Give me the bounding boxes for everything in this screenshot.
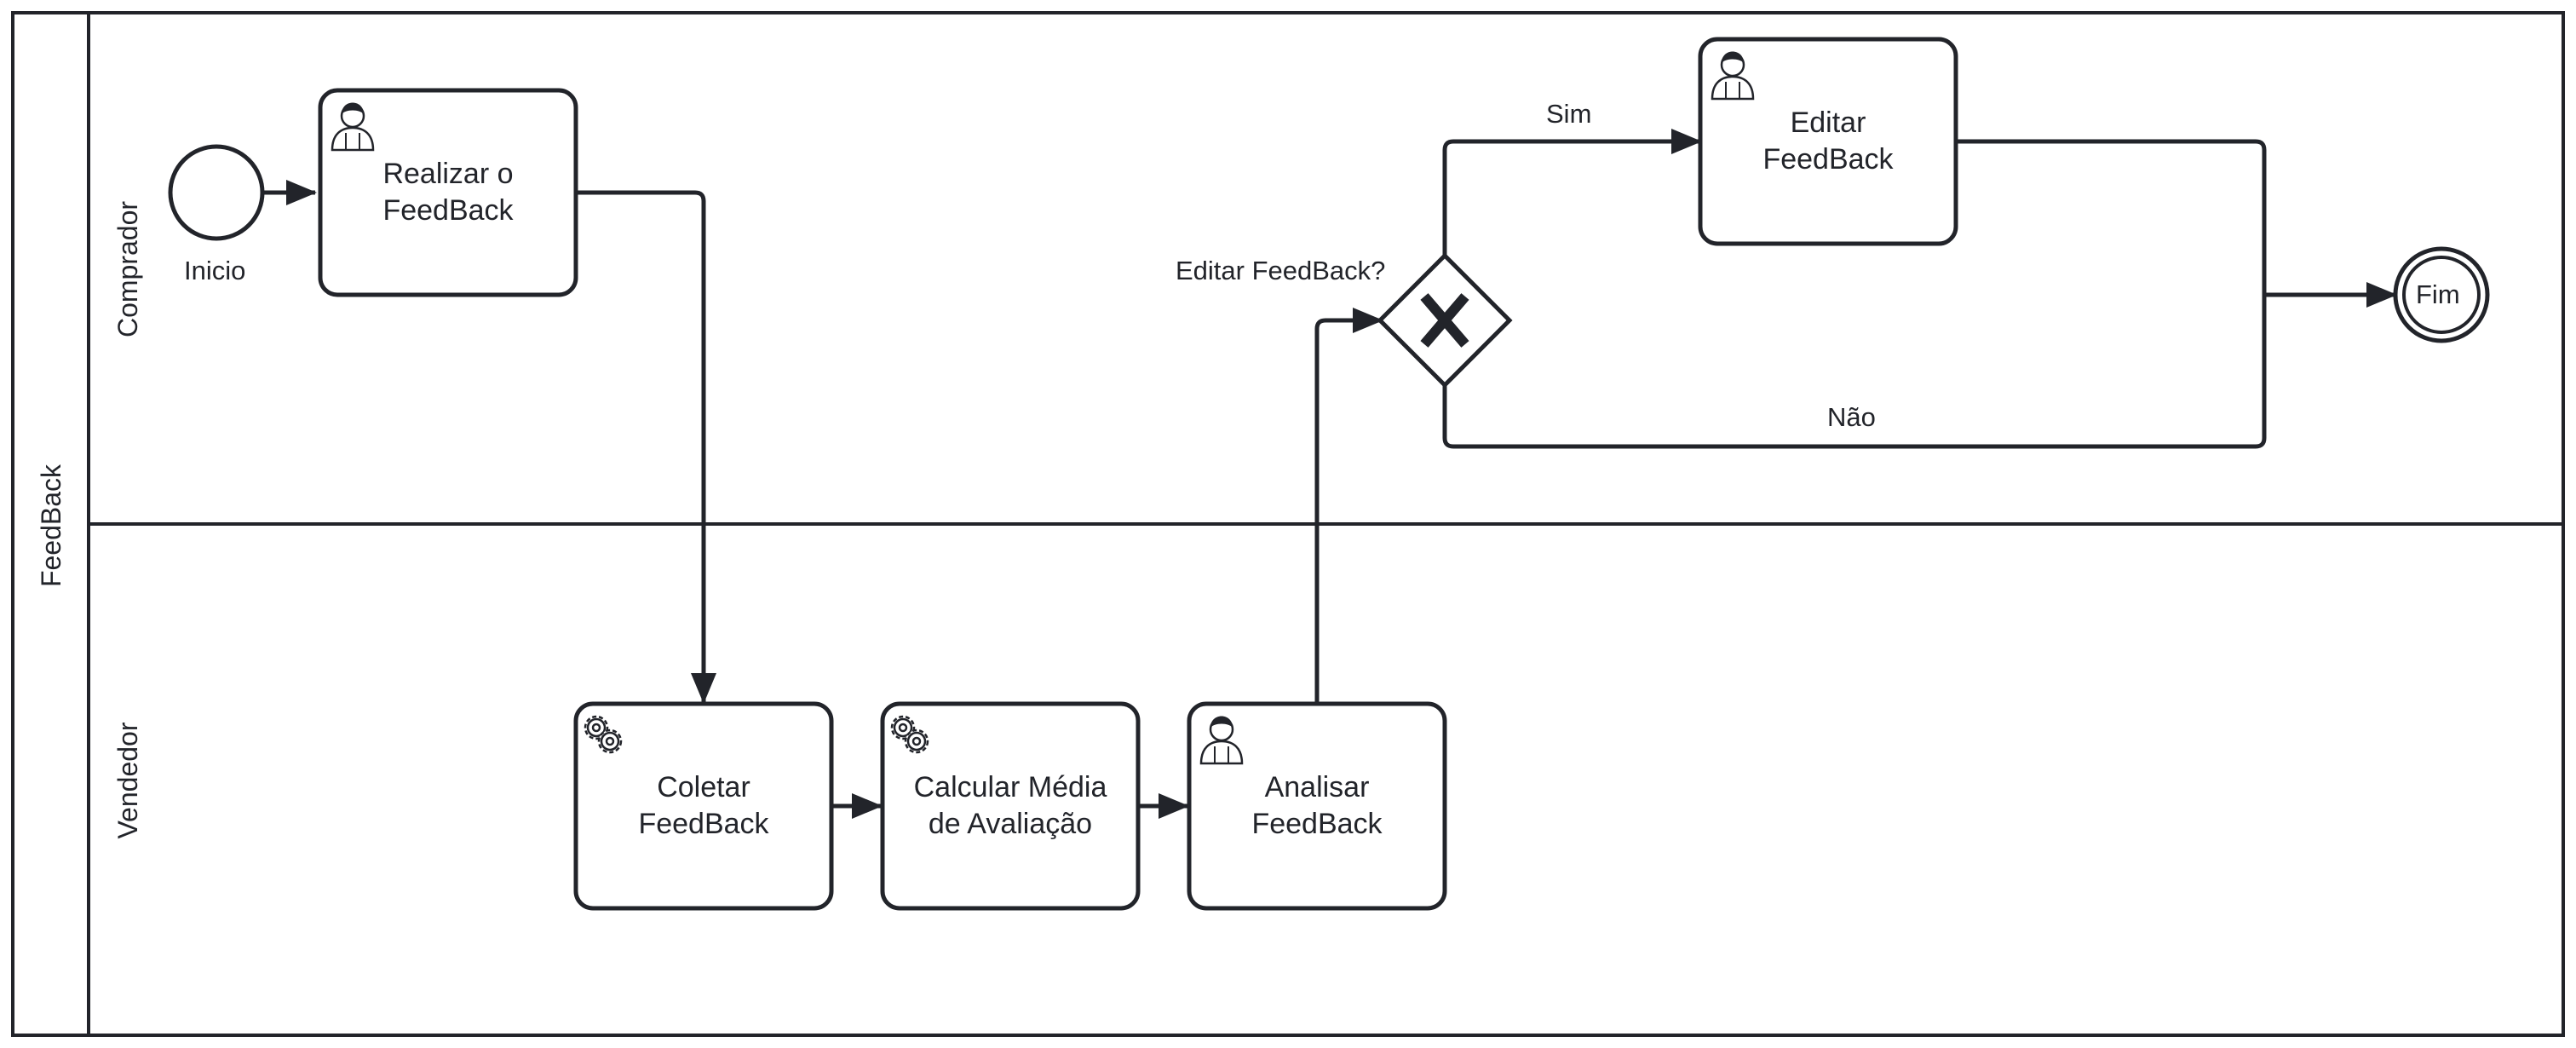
- flow-gateway-yes[interactable]: [1442, 129, 1702, 256]
- task-realizar-label: Realizar o FeedBack: [320, 90, 576, 295]
- pool-label: FeedBack: [36, 464, 66, 588]
- task-coletar-label: Coletar FeedBack: [576, 704, 831, 908]
- task-analisar-line1: Analisar: [1264, 771, 1370, 803]
- task-realizar-feedback[interactable]: [318, 88, 578, 297]
- flow-editar-to-end[interactable]: [1956, 139, 2267, 295]
- task-realizar-line2: FeedBack: [382, 194, 514, 227]
- end-event-inner: [2402, 256, 2481, 334]
- task-editar-line1: Editar: [1790, 107, 1866, 139]
- task-calcular-line1: Calcular Média: [913, 771, 1107, 803]
- task-editar-line2: FeedBack: [1762, 143, 1894, 176]
- flow-realizar-to-coletar[interactable]: [576, 190, 716, 704]
- gateway-label: Editar FeedBack?: [1176, 256, 1386, 285]
- start-event[interactable]: [168, 144, 265, 241]
- lane-label-vendedor: Vendedor: [112, 722, 143, 839]
- gateway-x-marker: [1420, 293, 1469, 348]
- task-calcular-line2: de Avaliação: [928, 808, 1093, 840]
- flow-analisar-to-gateway[interactable]: [1314, 308, 1383, 702]
- end-event-label: Fim: [2416, 279, 2460, 309]
- flow-label-yes: Sim: [1546, 99, 1592, 129]
- lane-label-comprador: Comprador: [112, 200, 143, 338]
- start-event-label: Inicio: [184, 256, 246, 285]
- task-calcular-label: Calcular Média de Avaliação: [883, 704, 1138, 908]
- task-analisar-label: Analisar FeedBack: [1189, 704, 1445, 908]
- task-coletar-feedback[interactable]: [573, 701, 834, 911]
- flow-gateway-no[interactable]: [1442, 295, 2267, 449]
- task-editar-feedback[interactable]: [1698, 37, 1958, 246]
- task-calcular-media[interactable]: [880, 701, 1141, 911]
- task-editar-label: Editar FeedBack: [1700, 48, 1956, 235]
- task-coletar-line2: FeedBack: [638, 808, 769, 840]
- task-coletar-line1: Coletar: [657, 771, 750, 803]
- task-analisar-line2: FeedBack: [1251, 808, 1383, 840]
- task-realizar-line1: Realizar o: [382, 158, 514, 190]
- flow-label-no: Não: [1827, 402, 1876, 432]
- task-analisar-feedback[interactable]: [1187, 701, 1447, 911]
